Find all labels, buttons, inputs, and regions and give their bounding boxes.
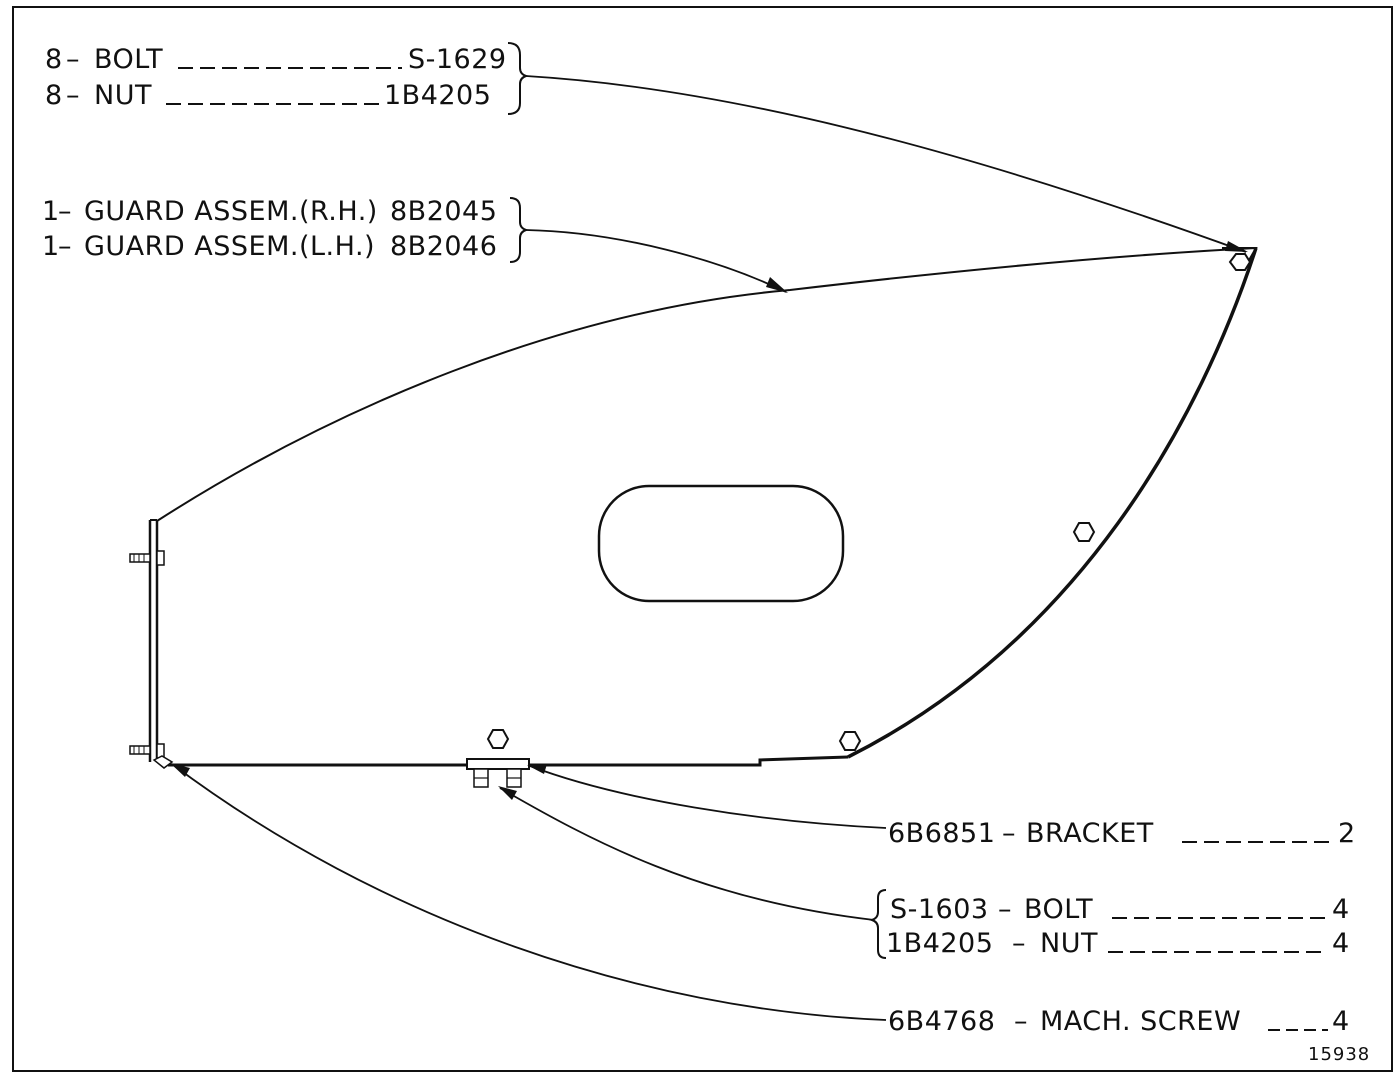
label-bracket-nut-qty: 4	[1332, 928, 1350, 959]
guard-panel	[148, 247, 1258, 767]
label-nut-number: 1B4205	[384, 80, 491, 111]
drawing-border	[12, 6, 1393, 1072]
label-guard-rh-number: 8B2045	[390, 196, 497, 227]
screw-icon	[129, 745, 151, 755]
label-bracket-qty: 2	[1338, 818, 1356, 849]
label-guard-rh-name: GUARD ASSEM.(R.H.)	[84, 196, 378, 227]
guard-top-edge	[156, 247, 1257, 522]
label-bracket-bolt-number: S-1603	[890, 894, 989, 925]
label-guard-lh-name: GUARD ASSEM.(L.H.)	[84, 231, 375, 262]
arrowheads	[170, 241, 1248, 800]
callout-bracket: 6B6851 – BRACKET 2	[888, 818, 1356, 849]
leader-bolt-nut	[525, 75, 1247, 253]
label-guard-rh-qty: 1	[42, 196, 60, 227]
svg-text:–: –	[1012, 928, 1026, 959]
label-bracket-nut-name: NUT	[1040, 928, 1098, 959]
arrow-icon	[170, 763, 190, 777]
svg-text:–: –	[1014, 1006, 1028, 1037]
brace	[509, 197, 530, 263]
leader-bracket	[529, 765, 887, 829]
label-mach-screw-name: MACH. SCREW	[1040, 1006, 1241, 1037]
hex-nuts	[486, 253, 1252, 751]
svg-text:–: –	[66, 44, 80, 75]
guard-right-edge	[847, 247, 1258, 759]
label-nut-qty: 8	[45, 80, 63, 111]
machine-screws	[129, 550, 174, 769]
label-guard-lh-number: 8B2046	[390, 231, 497, 262]
guard-bottom-edge	[168, 755, 849, 767]
label-nut-name: NUT	[94, 80, 152, 111]
leader-bracket-bolts	[499, 787, 875, 921]
label-mach-screw-qty: 4	[1332, 1006, 1350, 1037]
leader-mach-screw	[171, 763, 887, 1021]
callout-mach-screw: 6B4768 – MACH. SCREW 4	[888, 1006, 1350, 1037]
label-guard-lh-qty: 1	[42, 231, 60, 262]
bracket-icon	[466, 758, 530, 770]
label-bracket-bolt-qty: 4	[1332, 894, 1350, 925]
hex-nut-icon	[1228, 253, 1252, 271]
label-bracket-nut-number: 1B4205	[886, 928, 993, 959]
callout-bolt-nut: 8 – BOLT S-1629 8 – NUT 1B4205	[45, 42, 530, 115]
callout-bracket-hardware: S-1603 – BOLT 4 1B4205 – NUT 4	[868, 889, 1350, 959]
arrow-icon	[766, 277, 788, 293]
label-bolt-number: S-1629	[408, 44, 507, 75]
svg-text:–: –	[1002, 818, 1016, 849]
arrow-icon	[498, 786, 517, 800]
hex-nut-icon	[1072, 522, 1096, 542]
callout-guard-assembly: 1 – GUARD ASSEM.(R.H.) 8B2045 1 – GUARD …	[42, 196, 530, 263]
label-bracket-name: BRACKET	[1026, 818, 1154, 849]
leader-lines	[171, 75, 1247, 1021]
label-bracket-bolt-name: BOLT	[1024, 894, 1093, 925]
arrow-icon	[527, 764, 547, 774]
brace	[507, 42, 530, 115]
brace	[868, 889, 887, 959]
arrow-icon	[1225, 241, 1248, 252]
label-bolt-qty: 8	[45, 44, 63, 75]
label-bracket-number: 6B6851	[888, 818, 995, 849]
bracket-assembly	[466, 758, 530, 788]
window-opening	[597, 484, 845, 603]
screw-icon	[129, 553, 151, 563]
hex-nut-icon	[486, 729, 510, 749]
hex-nut-icon	[838, 731, 862, 751]
svg-text:–: –	[998, 894, 1012, 925]
label-mach-screw-number: 6B4768	[888, 1006, 995, 1037]
svg-text:–: –	[58, 196, 72, 227]
leader-guard	[525, 229, 787, 293]
svg-text:–: –	[66, 80, 80, 111]
svg-text:–: –	[58, 231, 72, 262]
label-bolt-name: BOLT	[94, 44, 163, 75]
drawing-number: 15938	[1308, 1044, 1370, 1065]
